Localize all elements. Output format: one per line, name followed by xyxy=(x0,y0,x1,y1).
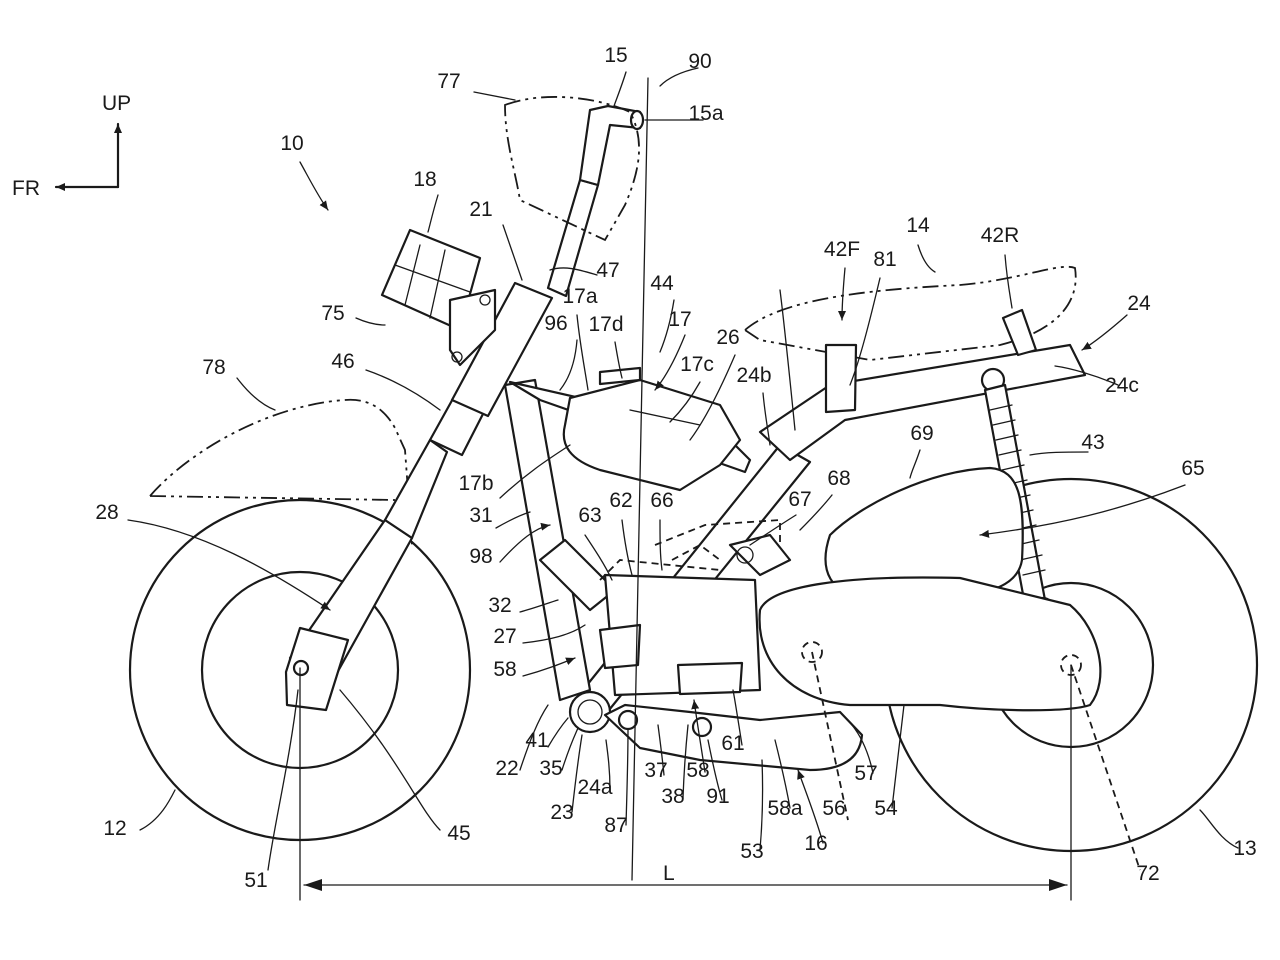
up-label: UP xyxy=(102,92,131,115)
seat xyxy=(743,265,1077,361)
orientation-indicator: UP FR xyxy=(12,92,131,200)
callout-31: 31 xyxy=(469,504,492,527)
callout-54: 54 xyxy=(874,797,898,820)
callout-41: 41 xyxy=(525,729,548,752)
callout-56: 56 xyxy=(822,797,845,820)
pivot-bolt-91 xyxy=(691,716,713,738)
callout-17: 17 xyxy=(668,308,691,331)
callout-22: 22 xyxy=(495,757,518,780)
callout-21: 21 xyxy=(469,198,492,221)
callout-58a: 58a xyxy=(767,797,802,820)
callout-66: 66 xyxy=(650,489,673,512)
callout-17b: 17b xyxy=(458,472,493,495)
callout-78: 78 xyxy=(202,356,225,379)
motor-controller xyxy=(598,533,792,697)
callout-61: 61 xyxy=(721,732,744,755)
pivot-bolt-87 xyxy=(617,709,639,731)
leader-lines xyxy=(127,67,1239,871)
lower-chassis xyxy=(603,703,864,772)
callout-91: 91 xyxy=(706,785,729,808)
callout-17c: 17c xyxy=(680,353,714,376)
callout-37: 37 xyxy=(644,759,667,782)
callout-23: 23 xyxy=(550,801,573,824)
callout-72: 72 xyxy=(1136,862,1159,885)
front-label: FR xyxy=(12,177,40,200)
callout-15: 15 xyxy=(604,44,627,67)
callout-57: 57 xyxy=(854,762,877,785)
callout-81: 81 xyxy=(873,248,896,271)
front-fork xyxy=(284,438,449,712)
callout-12: 12 xyxy=(103,817,126,840)
callout-47: 47 xyxy=(596,259,619,282)
callout-58b: 58 xyxy=(686,759,709,782)
callout-14: 14 xyxy=(906,214,930,237)
callout-53: 53 xyxy=(740,840,763,863)
callout-51: 51 xyxy=(244,869,267,892)
callout-42R: 42R xyxy=(981,224,1020,247)
hidden-lines xyxy=(599,519,1141,871)
callout-68: 68 xyxy=(827,467,850,490)
callout-96: 96 xyxy=(544,312,567,335)
callout-labels: 10 12 13 14 15 15a 16 17 17a 17b 17c 17d 18 21 22 23 24 2… xyxy=(95,44,1256,892)
reference-line-90 xyxy=(631,77,649,881)
dimension-label-l: L xyxy=(663,862,675,885)
callout-24b: 24b xyxy=(736,364,771,387)
power-unit xyxy=(758,576,1102,712)
front-fender xyxy=(149,398,413,546)
callout-67: 67 xyxy=(788,488,811,511)
headlight-unit xyxy=(380,228,497,367)
pulley-center xyxy=(801,641,823,663)
callout-43: 43 xyxy=(1081,431,1104,454)
battery-case xyxy=(508,366,752,492)
callout-58: 58 xyxy=(493,658,516,681)
steering-column xyxy=(428,104,645,457)
callout-26: 26 xyxy=(716,326,739,349)
callout-16: 16 xyxy=(804,832,827,855)
callout-32: 32 xyxy=(488,594,511,617)
callout-75: 75 xyxy=(321,302,344,325)
callout-69: 69 xyxy=(910,422,933,445)
wheelbase-dimension: L xyxy=(303,862,1068,891)
callout-98: 98 xyxy=(469,545,492,568)
callout-46: 46 xyxy=(331,350,354,373)
callout-90: 90 xyxy=(688,50,711,73)
callout-24: 24 xyxy=(1127,292,1151,315)
callout-18: 18 xyxy=(413,168,436,191)
callout-15a: 15a xyxy=(688,102,723,125)
callout-87: 87 xyxy=(604,814,627,837)
callout-13: 13 xyxy=(1233,837,1256,860)
callout-28: 28 xyxy=(95,501,118,524)
callout-38: 38 xyxy=(661,785,684,808)
callout-65: 65 xyxy=(1181,457,1204,480)
callout-42F: 42F xyxy=(824,238,860,261)
callout-45: 45 xyxy=(447,822,470,845)
callout-27: 27 xyxy=(493,625,516,648)
callout-24c: 24c xyxy=(1105,374,1139,397)
seat-support-front xyxy=(824,343,858,414)
callout-17d: 17d xyxy=(588,313,623,336)
callout-44: 44 xyxy=(650,272,674,295)
seat-support-rear xyxy=(1001,308,1038,357)
callout-17a: 17a xyxy=(562,285,597,308)
callout-35: 35 xyxy=(539,757,562,780)
callout-62: 62 xyxy=(609,489,632,512)
callout-63: 63 xyxy=(578,504,601,527)
callout-77: 77 xyxy=(437,70,460,93)
callout-10: 10 xyxy=(280,132,303,155)
callout-24a: 24a xyxy=(577,776,612,799)
